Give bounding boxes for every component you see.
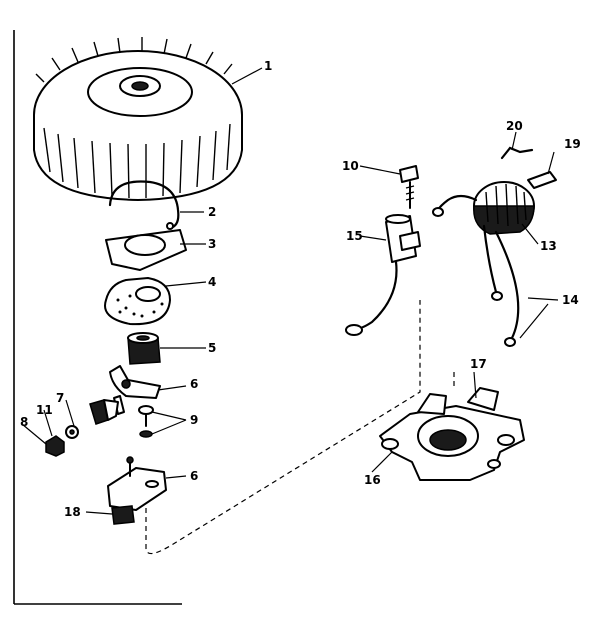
- callout-17: 17: [470, 357, 487, 371]
- washer: [65, 425, 79, 439]
- callout-6b: 6: [190, 469, 198, 483]
- ignition-coil: [432, 181, 535, 235]
- callout-9: 9: [190, 413, 198, 427]
- callout-19: 19: [564, 137, 581, 151]
- callout-18: 18: [64, 505, 81, 519]
- gasket: [104, 277, 171, 326]
- callout-15: 15: [346, 229, 363, 243]
- contact-bracket: [89, 399, 119, 425]
- callout-6a: 6: [190, 377, 198, 391]
- condenser: [345, 214, 421, 336]
- callout-10: 10: [342, 159, 359, 173]
- breaker-arm: [109, 365, 161, 415]
- callout-14: 14: [562, 293, 579, 307]
- callout-3: 3: [208, 237, 216, 251]
- small-block: [111, 505, 135, 525]
- callout-7: 7: [56, 391, 64, 405]
- terminal-screw: [399, 165, 419, 209]
- cover-plate: [105, 229, 187, 271]
- flywheel: [33, 37, 243, 201]
- callout-4: 4: [208, 275, 216, 289]
- coil-bracket-housing: [379, 387, 525, 481]
- screw: [138, 405, 154, 427]
- callout-1: 1: [264, 59, 272, 73]
- hex-nut: [45, 435, 65, 457]
- small-plate: [527, 171, 557, 189]
- page-frame: [13, 30, 182, 605]
- spring-clip: [108, 180, 180, 230]
- lock-washer: [139, 430, 153, 438]
- callout-20: 20: [506, 119, 523, 133]
- bushing: [127, 332, 161, 365]
- callout-2: 2: [208, 205, 216, 219]
- wire-route-dashed: [145, 300, 421, 555]
- callout-labels: 1 2 3 4 5 6 7 11 8 9 6 18 10 15 13 14 19…: [20, 59, 581, 519]
- wire-clip: [500, 146, 534, 160]
- callout-5: 5: [208, 341, 216, 355]
- callout-16: 16: [364, 473, 381, 487]
- coil-leads: [482, 224, 520, 347]
- breaker-base-plate: [107, 456, 167, 511]
- leader-lines: [21, 67, 559, 515]
- callout-13: 13: [540, 239, 557, 253]
- callout-8: 8: [20, 415, 28, 429]
- callout-11: 11: [36, 403, 53, 417]
